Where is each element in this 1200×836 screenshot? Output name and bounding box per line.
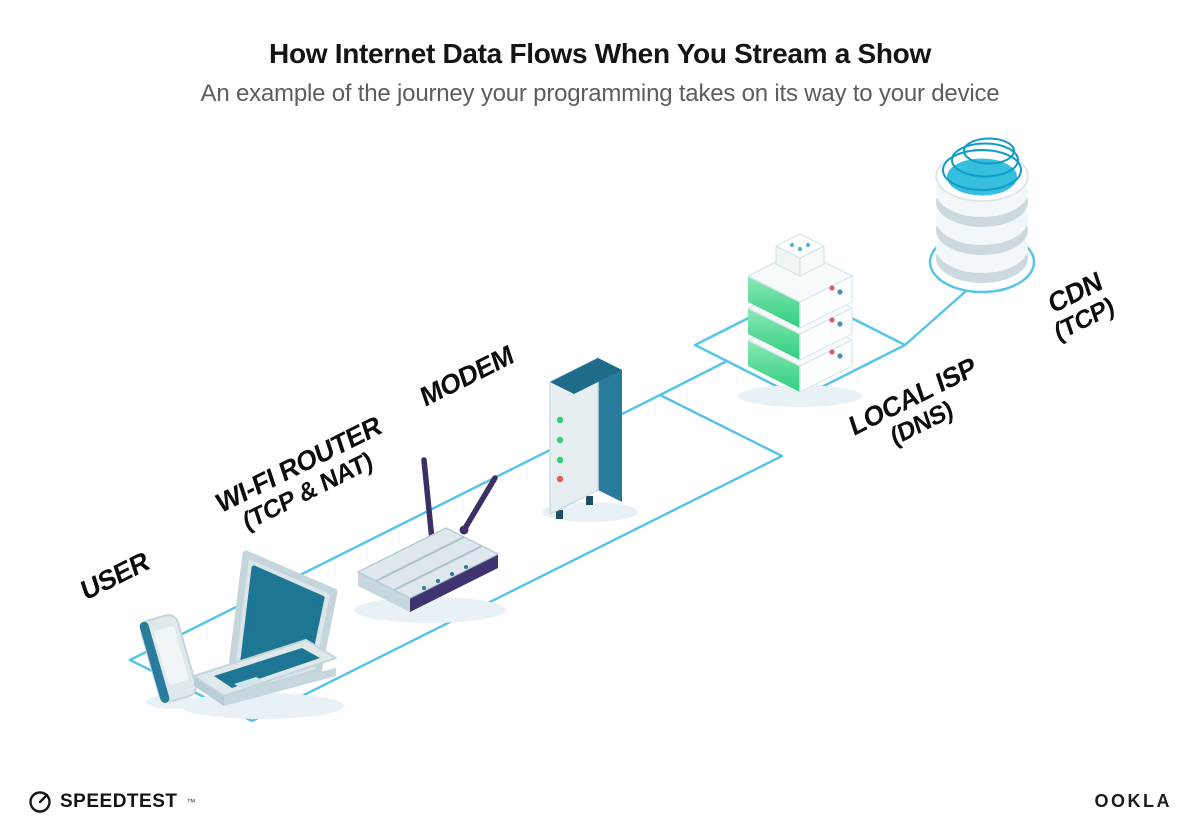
ookla-wordmark: OOKLA: [1094, 791, 1172, 811]
flow-connector-cdn: [904, 290, 967, 346]
page-title: How Internet Data Flows When You Stream …: [269, 38, 931, 69]
device-shadows: [146, 385, 862, 719]
speedtest-logo: SPEEDTEST ™: [28, 790, 196, 814]
modem-illustration: [549, 357, 622, 519]
cdn-database-illustration: [935, 137, 1029, 283]
wifi-router-illustration: [357, 457, 499, 612]
user-phone-illustration: [139, 614, 197, 703]
speedtest-gauge-icon: [29, 791, 51, 813]
speedtest-wordmark: SPEEDTEST: [60, 791, 178, 812]
flow-connector-isp: [659, 359, 728, 397]
isp-server-illustration: [747, 233, 853, 393]
user-laptop-illustration: [193, 550, 338, 706]
page-subtitle: An example of the journey your programmi…: [200, 80, 1000, 107]
speedtest-trademark: ™: [186, 797, 196, 807]
